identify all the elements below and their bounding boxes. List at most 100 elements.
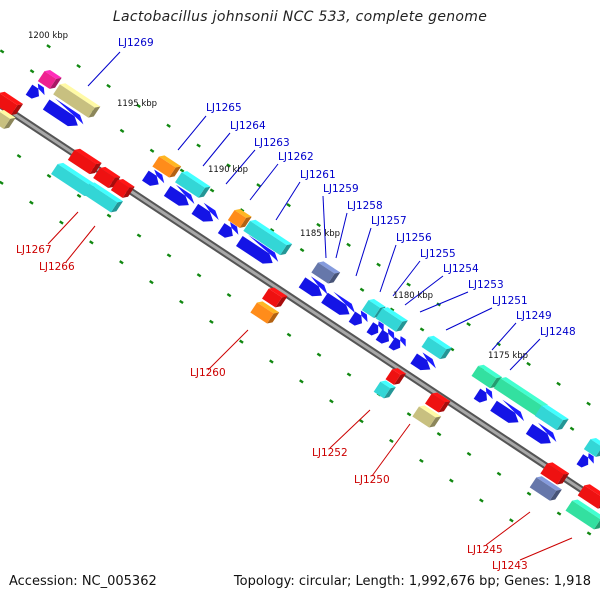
feature-face — [540, 463, 564, 485]
tick-dash — [89, 240, 94, 245]
gene-feature — [583, 438, 600, 457]
gene-feature — [421, 335, 453, 360]
gene-feature — [366, 321, 384, 336]
feature-face — [243, 220, 287, 256]
tick-label-1180: 1180 kbp — [393, 291, 433, 301]
gene-feature — [375, 307, 408, 332]
gene-feature — [577, 484, 600, 509]
tick-dash — [286, 332, 292, 337]
gene-feature — [42, 98, 84, 127]
tick-dash — [136, 233, 142, 238]
gene-feature — [53, 83, 101, 118]
gene-label-lj1263: LJ1263 — [254, 137, 290, 149]
tick-dash — [346, 372, 352, 377]
feature-top — [500, 377, 548, 406]
tick-dash — [106, 83, 111, 89]
label-connector — [485, 511, 531, 546]
gene-feature — [534, 404, 569, 431]
tick-dash — [556, 511, 562, 516]
feature-top — [387, 328, 395, 341]
feature-top — [310, 276, 328, 295]
feature-side — [438, 401, 451, 413]
tick-dash — [406, 412, 412, 417]
feature-face — [425, 393, 445, 413]
feature-top — [382, 307, 408, 322]
label-connector — [419, 291, 469, 313]
tick-label-1185: 1185 kbp — [300, 229, 340, 239]
label-connector — [65, 225, 96, 263]
tick-dash — [196, 143, 201, 148]
tick-dash — [179, 299, 184, 305]
feature-top — [74, 148, 102, 165]
gene-feature — [110, 179, 135, 198]
feature-top — [418, 405, 442, 418]
gene-label-lj1262: LJ1262 — [278, 151, 314, 163]
tick-labels: 1200 kbp 1195 kbp 1190 kbp 1185 kbp 1180… — [28, 31, 528, 361]
tick-label-1200: 1200 kbp — [28, 31, 68, 41]
feature-face — [361, 300, 381, 318]
gene-label-lj1259: LJ1259 — [323, 183, 359, 195]
feature-face — [471, 365, 497, 389]
feature-face — [25, 84, 40, 99]
feature-face — [375, 308, 403, 332]
feature-face — [348, 311, 363, 326]
feature-top — [485, 387, 493, 400]
feature-top — [0, 110, 16, 119]
tick-dash — [209, 319, 214, 324]
feature-side — [198, 186, 211, 198]
label-connector — [207, 329, 249, 371]
gene-features — [0, 70, 600, 530]
feature-side — [239, 216, 252, 228]
feature-top — [89, 182, 124, 203]
gene-label-lj1265: LJ1265 — [206, 102, 242, 114]
feature-side — [275, 296, 288, 308]
label-connector — [225, 149, 256, 185]
feature-face — [67, 149, 97, 175]
gene-label-lj1252: LJ1252 — [312, 447, 348, 459]
feature-face — [82, 183, 118, 213]
tick-label-1195: 1195 kbp — [117, 99, 157, 109]
feature-face — [0, 111, 11, 129]
feature-face — [421, 336, 447, 360]
feature-face — [366, 322, 379, 336]
lower-gene-labels: LJ1267 LJ1266 LJ1260 LJ1252 LJ1250 LJ124… — [16, 244, 528, 572]
feature-face — [0, 92, 18, 116]
feature-top — [59, 83, 101, 108]
gene-label-lj1255: LJ1255 — [420, 248, 456, 260]
label-connector — [371, 423, 411, 477]
feature-top — [176, 184, 195, 205]
feature-face — [262, 288, 282, 308]
feature-side — [383, 387, 396, 399]
feature-top — [378, 321, 384, 332]
gene-feature — [152, 155, 182, 178]
feature-face — [236, 235, 273, 264]
gene-label-lj1261: LJ1261 — [300, 169, 336, 181]
label-connector — [379, 244, 397, 293]
gene-feature — [375, 328, 395, 344]
tick-label-1175: 1175 kbp — [488, 351, 528, 361]
tick-dash — [449, 478, 454, 483]
gene-feature — [37, 70, 62, 89]
tick-dash — [436, 432, 442, 437]
gene-feature — [217, 222, 239, 238]
feature-face — [583, 439, 600, 457]
feature-face — [385, 369, 401, 385]
label-connector — [177, 115, 207, 151]
feature-top — [57, 162, 97, 187]
gene-feature — [373, 380, 396, 399]
feature-top — [234, 209, 252, 218]
tick-dash — [376, 262, 381, 267]
gene-feature — [93, 166, 121, 188]
feature-side — [595, 445, 600, 457]
gene-label-lj1257: LJ1257 — [371, 215, 407, 227]
feature-side — [267, 312, 280, 324]
feature-face — [534, 405, 564, 431]
gene-feature — [67, 148, 102, 175]
tick-dash — [329, 399, 334, 404]
feature-top — [422, 352, 436, 369]
tick-dash — [419, 327, 425, 332]
feature-face — [163, 185, 189, 206]
tick-dash — [0, 49, 5, 54]
gene-feature — [321, 291, 356, 315]
gene-feature — [243, 219, 293, 256]
